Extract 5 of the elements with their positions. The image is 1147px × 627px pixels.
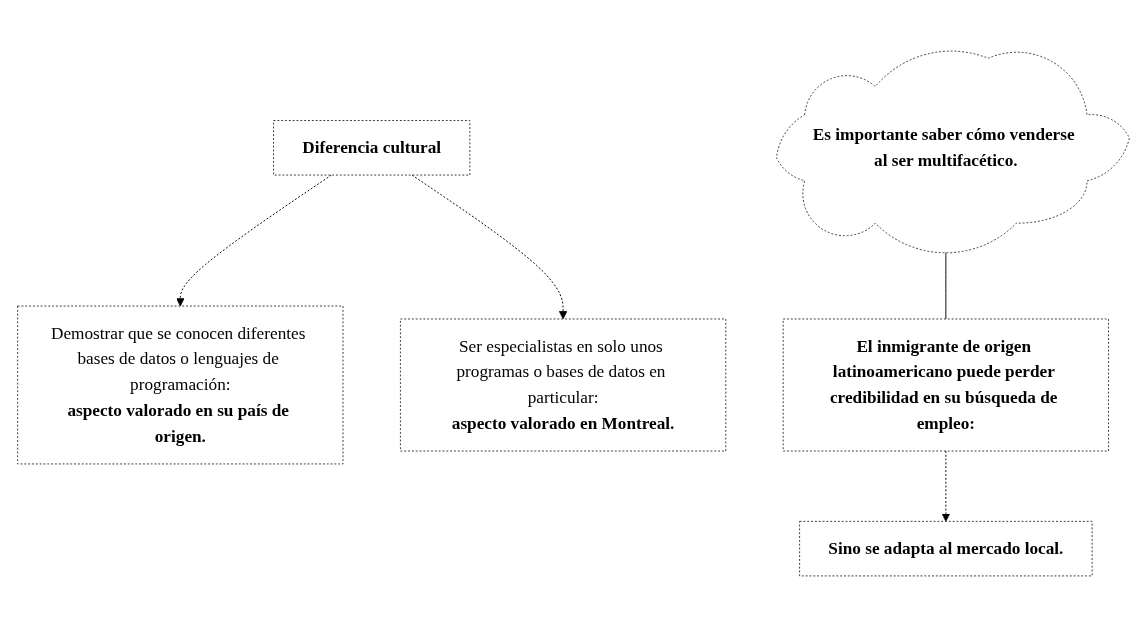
node-box: Demostrar que se conocen diferentes bases de datos o lenguajes de programación: aspecto valorado en su país de origen. bbox=[17, 305, 344, 465]
node-box: Ser especialistas en solo unos programas o bases de datos en particular: aspecto valorado en Montreal. bbox=[399, 318, 727, 452]
node-box: Diferencia cultural bbox=[273, 120, 471, 176]
node-box: El inmigrante de origen latinoamericano puede perder credibilidad en su búsqueda de empleo: bbox=[782, 318, 1109, 452]
node-box: Sino se adapta al mercado local. bbox=[799, 520, 1093, 577]
